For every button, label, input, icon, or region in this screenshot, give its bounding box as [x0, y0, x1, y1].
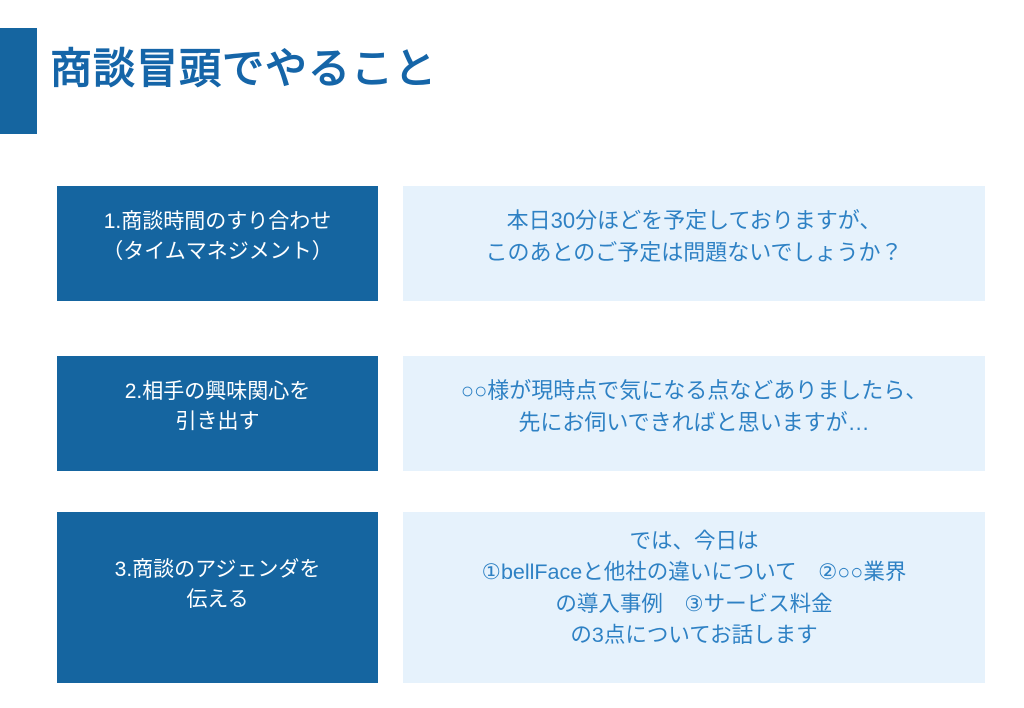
slide-title-block: 商談冒頭でやること [0, 28, 1024, 134]
script-box-2: ○○様が現時点で気になる点などありましたら、 先にお伺いできればと思いますが… [403, 356, 985, 471]
script-text-3: では、今日は ①bellFaceと他社の違いについて ②○○業界 の導入事例 ③… [481, 528, 907, 647]
step-label-box-1: 1.商談時間のすり合わせ （タイムマネジメント） [57, 186, 378, 301]
script-text-2: ○○様が現時点で気になる点などありましたら、 先にお伺いできればと思いますが… [460, 377, 928, 435]
step-label-box-2: 2.相手の興味関心を 引き出す [57, 356, 378, 471]
title-accent-bar [0, 28, 37, 134]
step-label-text-1: 1.商談時間のすり合わせ （タイムマネジメント） [102, 209, 333, 263]
page-title: 商談冒頭でやること [50, 45, 438, 92]
step-label-text-3: 3.商談のアジェンダを 伝える [114, 557, 321, 611]
script-box-1: 本日30分ほどを予定しておりますが、 このあとのご予定は問題ないでしょうか？ [403, 186, 985, 301]
script-box-3: では、今日は ①bellFaceと他社の違いについて ②○○業界 の導入事例 ③… [403, 512, 985, 683]
step-label-box-3: 3.商談のアジェンダを 伝える [57, 512, 378, 683]
script-text-1: 本日30分ほどを予定しておりますが、 このあとのご予定は問題ないでしょうか？ [485, 207, 903, 265]
step-label-text-2: 2.相手の興味関心を 引き出す [124, 379, 311, 433]
